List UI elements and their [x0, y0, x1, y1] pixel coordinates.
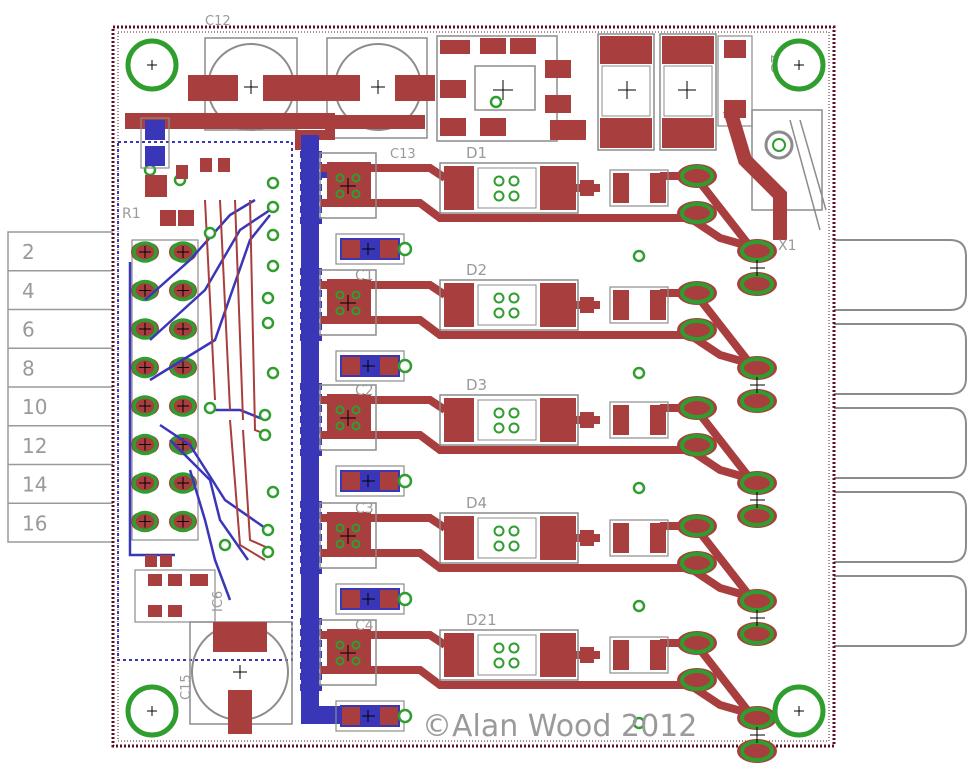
label-d3: D3 — [466, 376, 487, 394]
label-d4: D4 — [466, 494, 487, 512]
header-label-10: 10 — [22, 395, 47, 419]
via-icon — [203, 226, 217, 240]
label-d1: D1 — [466, 144, 487, 162]
smd-top-left: R1 — [122, 117, 230, 226]
header-pin-ring — [132, 510, 158, 533]
header-pin-ring — [170, 241, 196, 263]
channel-3: D3 C2 — [300, 376, 777, 528]
capacitor-c13: C13 — [300, 37, 435, 162]
header-pin-ring — [132, 241, 158, 263]
header-pin-ring — [170, 279, 196, 302]
channel-4: D4 C3 — [300, 494, 777, 646]
mounting-hole-icon — [125, 684, 179, 738]
copyright-text: ©Alan Wood 2012 — [422, 709, 697, 744]
header-label-14: 14 — [22, 473, 47, 497]
regulator — [723, 107, 827, 240]
via-icon — [258, 408, 272, 422]
via-icon — [266, 228, 280, 242]
header-label-12: 12 — [22, 434, 47, 458]
label-c4: C4 — [355, 618, 374, 634]
via-icon — [203, 401, 217, 415]
label-c2: C2 — [355, 383, 374, 399]
via-icon — [266, 485, 280, 499]
label-ic6: IC6 — [211, 591, 226, 612]
label-c3: C3 — [355, 501, 374, 517]
header-pin-ring — [170, 395, 196, 417]
label-c13: C13 — [390, 147, 416, 162]
via-icon — [261, 545, 275, 559]
header-pin-ring — [132, 356, 158, 379]
label-c1: C1 — [355, 268, 374, 284]
via-icon — [266, 200, 280, 214]
label-d2: D2 — [466, 261, 487, 279]
top-right-components: C7 — [436, 33, 786, 151]
via-icon — [261, 523, 275, 537]
via-icon — [218, 538, 232, 552]
channel-1: D1 — [300, 144, 777, 296]
header-pin-ring — [132, 433, 158, 456]
board-inner-outline — [117, 31, 830, 742]
via-icon — [266, 176, 280, 190]
ground-region-outline — [117, 141, 293, 661]
header-pin-ring — [170, 318, 196, 340]
header-label-4: 4 — [22, 279, 35, 303]
header-label-table: 2 4 6 8 10 12 14 16 — [7, 231, 127, 543]
via-icon — [258, 428, 272, 442]
logic-traces — [128, 198, 271, 601]
mounting-hole-icon — [772, 684, 826, 738]
header-pin-ring — [132, 472, 158, 494]
channel-2: D2 C1 — [300, 261, 777, 413]
header-label-16: 16 — [22, 511, 47, 535]
header-pin-ring — [132, 395, 158, 417]
header-label-6: 6 — [22, 318, 35, 342]
label-x1: X1 — [778, 238, 797, 254]
capacitor-c12: C12 — [188, 14, 303, 131]
header-pin-ring — [170, 510, 196, 533]
via-icon — [261, 291, 275, 305]
logic-via-group — [143, 163, 280, 559]
label-r1: R1 — [122, 206, 141, 222]
mounting-hole-icon — [772, 38, 826, 92]
smd-bottom-left — [134, 555, 216, 623]
label-c12: C12 — [205, 14, 231, 29]
via-icon — [261, 316, 275, 330]
header-pin-ring — [132, 318, 158, 340]
top-power-bar — [125, 115, 425, 129]
label-c15: C15 — [179, 674, 194, 700]
via-icon — [143, 163, 157, 177]
via-icon — [266, 259, 280, 273]
header-label-2: 2 — [22, 240, 35, 264]
mounting-hole-icon — [125, 38, 179, 92]
channel-5: D21 C4 — [300, 611, 777, 763]
via-icon — [266, 366, 280, 380]
header-label-8: 8 — [22, 356, 35, 380]
capacitor-c15: C15 IC6 — [179, 591, 293, 734]
label-d21: D21 — [466, 611, 497, 629]
